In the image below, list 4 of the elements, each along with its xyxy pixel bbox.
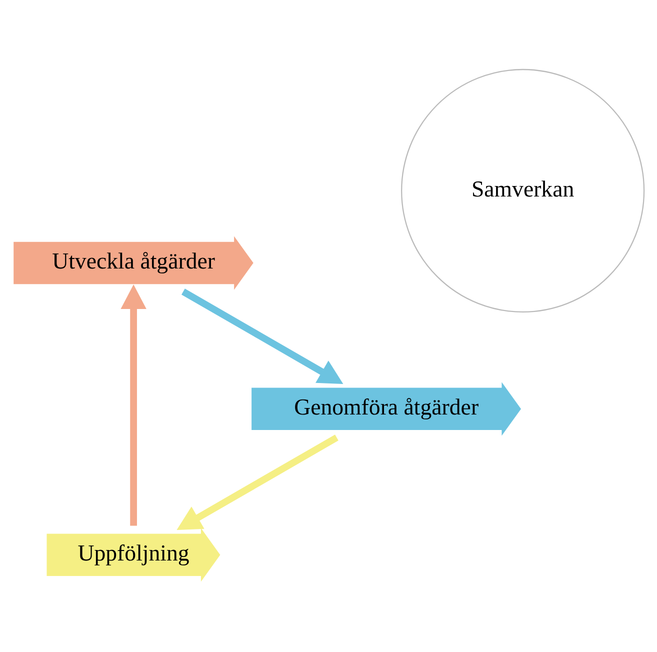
arrow [181, 288, 344, 384]
arrow [120, 284, 146, 526]
arrow [176, 434, 338, 530]
node-circle: Samverkan [401, 68, 645, 312]
